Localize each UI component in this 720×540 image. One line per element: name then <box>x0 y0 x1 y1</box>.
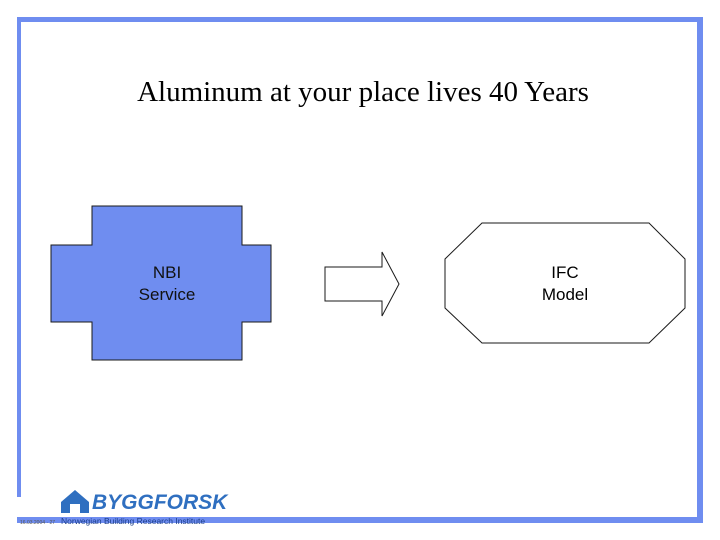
logo-subtitle: Norwegian Building Research Institute <box>61 516 206 526</box>
slide-frame <box>17 17 703 523</box>
ifc-model-shape <box>444 222 686 344</box>
slide-frame-left-edge <box>17 17 21 497</box>
nbi-service-label: NBI Service <box>92 262 242 306</box>
ifc-label-text: IFC Model <box>541 263 589 304</box>
ifc-model-label: IFC Model <box>445 262 685 306</box>
logo-wordmark: BYGGFORSK <box>92 491 228 514</box>
footer-date: 16.03.2004 · 27 <box>20 520 56 526</box>
slide-title: Aluminum at your place lives 40 Years <box>137 76 589 108</box>
flow-arrow <box>324 251 400 317</box>
byggforsk-house-icon <box>61 490 89 513</box>
nbi-label-text: NBI Service <box>138 263 196 304</box>
nbi-service-shape <box>50 205 272 361</box>
